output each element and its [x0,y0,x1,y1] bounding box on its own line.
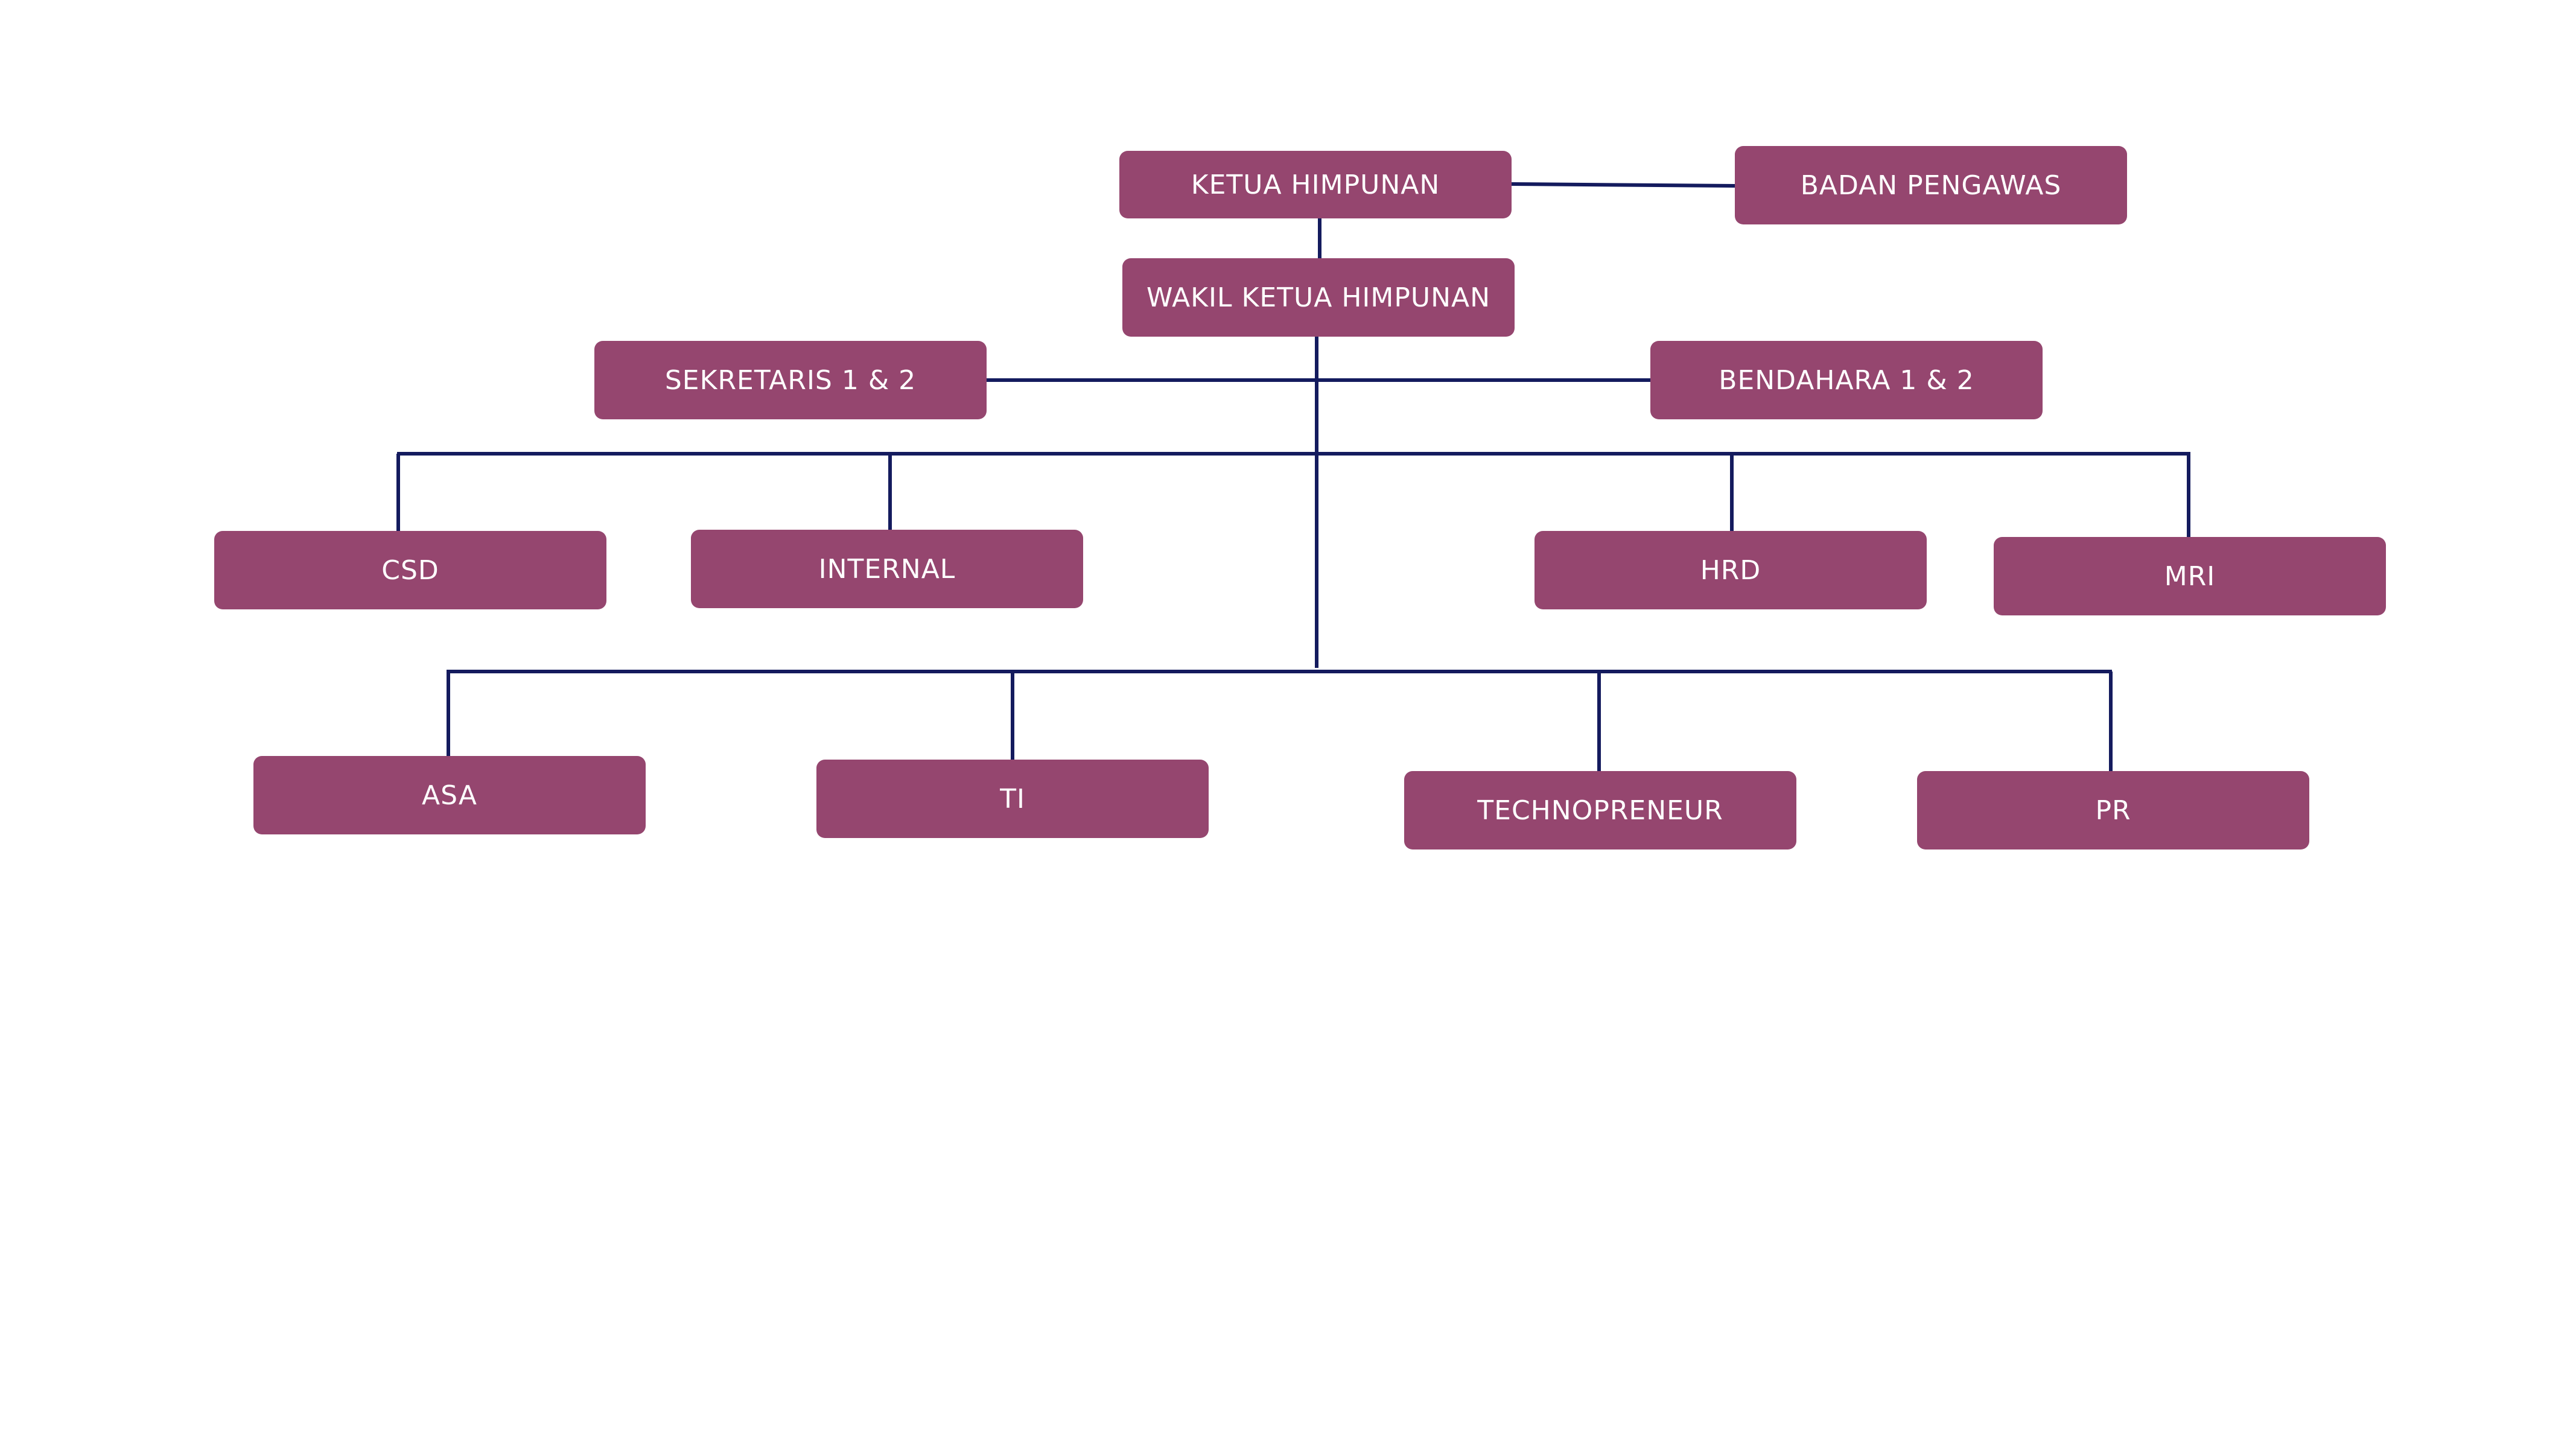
node-mri: MRI [1994,537,2386,615]
node-asa: ASA [253,756,646,834]
node-pr: PR [1917,771,2309,849]
node-label: MRI [2164,560,2216,592]
node-hrd: HRD [1534,531,1927,609]
node-label: TI [1000,783,1025,815]
node-label: HRD [1700,554,1761,586]
node-label: CSD [381,554,439,586]
node-label: BADAN PENGAWAS [1800,170,2062,201]
node-label: WAKIL KETUA HIMPUNAN [1146,282,1491,313]
node-label: BENDAHARA 1 & 2 [1719,364,1974,396]
node-wakil-ketua-himpunan: WAKIL KETUA HIMPUNAN [1122,258,1515,337]
node-technopreneur: TECHNOPRENEUR [1404,771,1796,849]
connector-ketua-badan-pengawas [1511,182,1735,188]
node-ketua-himpunan: KETUA HIMPUNAN [1119,151,1512,218]
node-sekretaris: SEKRETARIS 1 & 2 [594,341,987,419]
node-badan-pengawas: BADAN PENGAWAS [1735,146,2127,224]
node-label: INTERNAL [818,553,956,585]
node-label: TECHNOPRENEUR [1477,795,1723,826]
node-csd: CSD [214,531,606,609]
node-ti: TI [816,760,1209,838]
node-label: SEKRETARIS 1 & 2 [664,364,917,396]
node-label: ASA [422,780,477,811]
node-internal: INTERNAL [691,530,1083,608]
node-label: PR [2095,795,2131,826]
node-label: KETUA HIMPUNAN [1191,169,1440,200]
node-bendahara: BENDAHARA 1 & 2 [1650,341,2043,419]
